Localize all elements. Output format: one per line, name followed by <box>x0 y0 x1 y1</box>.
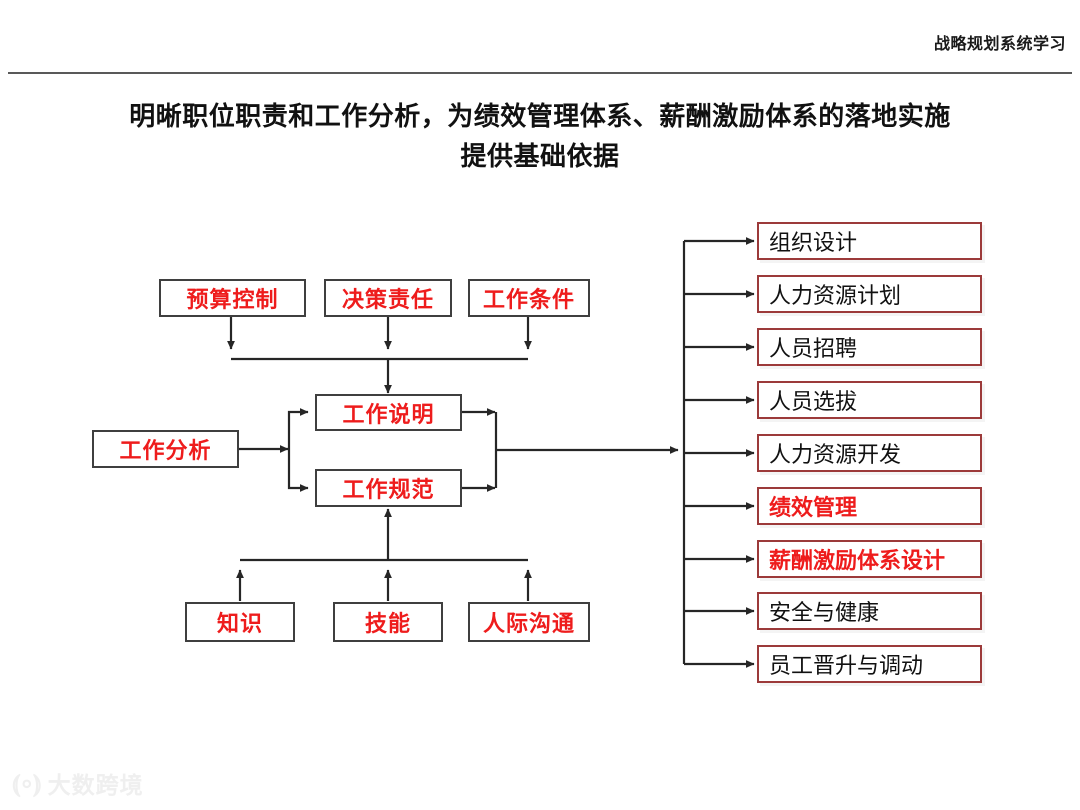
node-job-analysis[interactable]: 工作分析 <box>92 430 239 468</box>
node-job-analysis-label: 工作分析 <box>119 438 212 463</box>
header-title: 战略规划系统学习 <box>933 36 1066 53</box>
header-divider <box>8 72 1072 74</box>
node-work-conditions[interactable]: 工作条件 <box>468 279 590 317</box>
edge-analysis-to-job-specification <box>287 449 309 492</box>
node-selection-label: 人员选拔 <box>769 389 858 414</box>
node-knowledge[interactable]: 知识 <box>185 602 295 642</box>
node-safety-health-label: 安全与健康 <box>769 600 880 625</box>
node-hr-development-label: 人力资源开发 <box>769 442 902 467</box>
edge-analysis-to-job-description <box>287 408 309 449</box>
node-organization-design[interactable]: 组织设计 <box>757 222 982 260</box>
node-selection[interactable]: 人员选拔 <box>757 381 982 419</box>
node-recruitment-label: 人员招聘 <box>769 336 858 361</box>
watermark-logo-icon: ⦅∘⦆ <box>12 768 42 798</box>
node-knowledge-label: 知识 <box>216 611 263 636</box>
page-title: 明晰职位职责和工作分析，为绩效管理体系、薪酬激励体系的落地实施 提供基础依据 <box>0 96 1080 177</box>
node-decision-responsibility-label: 决策责任 <box>341 287 434 312</box>
node-skills-label: 技能 <box>364 611 411 636</box>
node-decision-responsibility[interactable]: 决策责任 <box>324 279 452 317</box>
node-organization-design-label: 组织设计 <box>769 230 858 255</box>
node-hr-planning[interactable]: 人力资源计划 <box>757 275 982 313</box>
page-title-line-1: 明晰职位职责和工作分析，为绩效管理体系、薪酬激励体系的落地实施 <box>129 101 951 131</box>
node-recruitment[interactable]: 人员招聘 <box>757 328 982 366</box>
node-job-specification-label: 工作规范 <box>342 477 435 502</box>
node-safety-health[interactable]: 安全与健康 <box>757 592 982 630</box>
node-job-specification[interactable]: 工作规范 <box>315 469 462 507</box>
node-interpersonal-communication[interactable]: 人际沟通 <box>468 602 590 642</box>
node-hr-planning-label: 人力资源计划 <box>769 283 902 308</box>
node-skills[interactable]: 技能 <box>333 602 443 642</box>
node-work-conditions-label: 工作条件 <box>482 287 575 312</box>
node-interpersonal-communication-label: 人际沟通 <box>482 611 575 636</box>
watermark-text: 大数跨境 <box>47 772 144 798</box>
node-promotion-transfer[interactable]: 员工晋升与调动 <box>757 645 982 683</box>
node-budget-control[interactable]: 预算控制 <box>159 279 306 317</box>
node-performance-management-label: 绩效管理 <box>769 495 858 520</box>
node-promotion-transfer-label: 员工晋升与调动 <box>769 653 924 678</box>
page-title-line-2: 提供基础依据 <box>460 141 620 172</box>
watermark: ⦅∘⦆ 大数跨境 <box>12 766 144 800</box>
node-compensation-incentive-design[interactable]: 薪酬激励体系设计 <box>757 540 982 578</box>
node-job-description-label: 工作说明 <box>342 401 435 427</box>
node-budget-control-label: 预算控制 <box>186 287 279 312</box>
node-performance-management[interactable]: 绩效管理 <box>757 487 982 525</box>
header-bar: 战略规划系统学习 <box>0 0 1080 74</box>
node-hr-development[interactable]: 人力资源开发 <box>757 434 982 472</box>
node-job-description[interactable]: 工作说明 <box>315 394 462 431</box>
node-compensation-incentive-design-label: 薪酬激励体系设计 <box>769 548 946 573</box>
